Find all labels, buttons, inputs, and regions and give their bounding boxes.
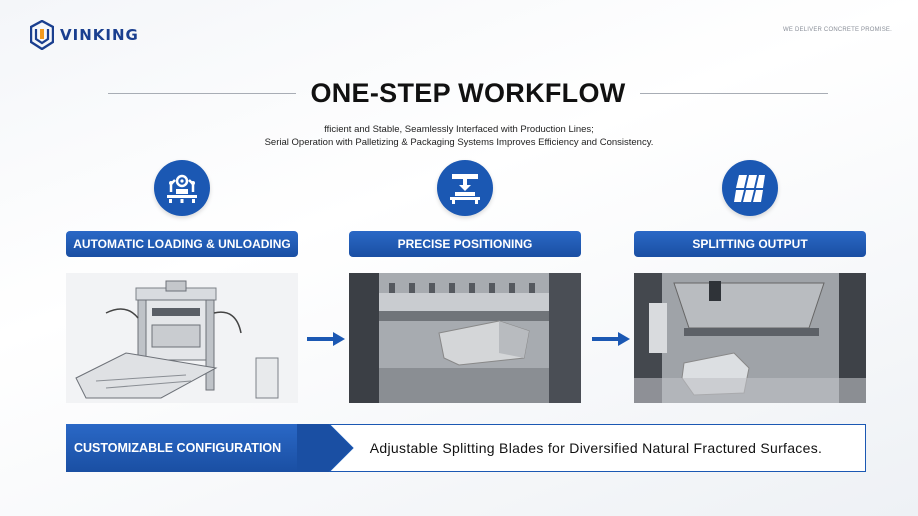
chevron-right-icon <box>297 424 354 472</box>
config-label: CUSTOMIZABLE CONFIGURATION <box>66 424 328 472</box>
page-subtitle: fficient and Stable, Seamlessly Interfac… <box>0 123 918 149</box>
step-positioning: PRECISE POSITIONING <box>349 160 581 403</box>
robot-arms-icon <box>167 174 197 203</box>
vinking-logo-icon <box>30 20 54 50</box>
brand-name: VINKING <box>60 26 139 44</box>
step-icon-circle <box>722 160 778 216</box>
title-rule-right <box>639 93 828 94</box>
config-banner: CUSTOMIZABLE CONFIGURATION Adjustable Sp… <box>66 424 866 472</box>
brand-tagline: WE DELIVER CONCRETE PROMISE. <box>783 27 892 33</box>
machine-photo <box>66 273 298 403</box>
step-label: SPLITTING OUTPUT <box>634 231 866 257</box>
step-label: PRECISE POSITIONING <box>349 231 581 257</box>
subtitle-line-1: fficient and Stable, Seamlessly Interfac… <box>324 124 594 135</box>
step-icon-circle <box>154 160 210 216</box>
positioning-photo <box>349 273 581 403</box>
subtitle-line-2: Serial Operation with Palletizing & Pack… <box>264 137 654 148</box>
flow-arrow-icon <box>592 332 630 346</box>
step-label: AUTOMATIC LOADING & UNLOADING <box>66 231 298 257</box>
page-title: ONE-STEP WORKFLOW <box>310 78 626 108</box>
splitting-photo <box>634 273 866 403</box>
config-description: Adjustable Splitting Blades for Diversif… <box>369 440 823 456</box>
brand-logo: VINKING <box>30 20 139 50</box>
step-icon-circle <box>437 160 493 216</box>
positioning-press-icon <box>450 174 480 204</box>
step-loading: AUTOMATIC LOADING & UNLOADING <box>66 160 298 403</box>
title-row: ONE-STEP WORKFLOW <box>108 78 828 109</box>
flow-arrow-icon <box>307 332 345 346</box>
split-blocks-icon <box>734 175 765 202</box>
step-splitting: SPLITTING OUTPUT <box>634 160 866 403</box>
title-rule-left <box>108 93 297 94</box>
